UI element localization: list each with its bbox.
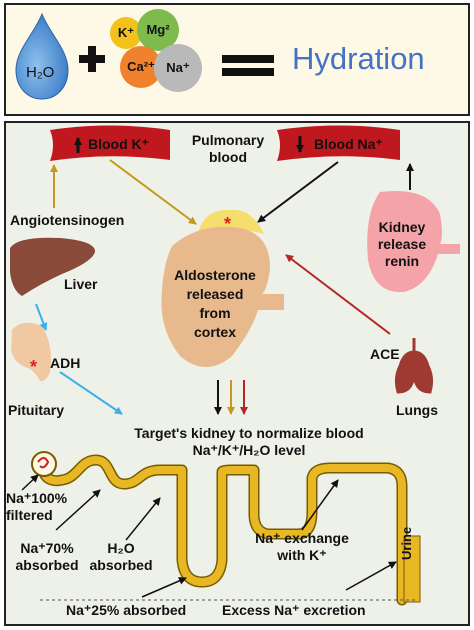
arrow-25-absorbed — [141, 577, 187, 598]
nephron-tubule — [31, 451, 421, 606]
blood-k-vessel — [50, 125, 170, 161]
arrow-filtered — [21, 474, 39, 491]
adrenal-kidney-icon — [161, 226, 284, 367]
na-filtered-label: Na⁺100% filtered — [6, 490, 68, 523]
mg-ion-label: Mg² — [146, 22, 170, 37]
na-ion-circle — [154, 44, 202, 92]
lungs-icon — [394, 338, 434, 394]
glomerulus-icon — [31, 451, 57, 477]
pituitary-label: Pituitary — [8, 402, 65, 418]
k-ion-circle — [110, 17, 142, 49]
urine-label: Urine — [399, 526, 414, 560]
arrow-70-absorbed — [55, 489, 101, 531]
kidney-renin-label: Kidney release renin — [377, 219, 427, 269]
na-ion-label: Na⁺ — [166, 60, 190, 75]
adrenal-star-icon: * — [224, 214, 231, 234]
pulmonary-blood-label: Pulmonary blood — [191, 132, 265, 165]
arrow-h2o-absorbed — [125, 497, 161, 541]
ca-ion-label: Ca²⁺ — [127, 59, 155, 74]
blood-k-label: Blood K⁺ — [88, 136, 150, 152]
liver-label: Liver — [64, 276, 98, 292]
water-drop-icon — [15, 12, 69, 100]
adh-label: ADH — [50, 355, 81, 371]
liver-icon — [10, 237, 96, 296]
equals-sign — [222, 55, 274, 63]
mg-ion-circle — [137, 9, 179, 51]
kidney-renin-icon — [367, 190, 460, 293]
hydration-title: Hydration — [292, 41, 425, 76]
target-kidney-label: Target's kidney to normalize blood Na⁺/K… — [134, 425, 364, 458]
na-exchange-label: Na⁺ exchange with K⁺ — [255, 530, 349, 563]
blood-na-label: Blood Na⁺ — [314, 136, 383, 152]
ace-label: ACE — [370, 346, 400, 362]
na-70-absorbed-label: Na⁺70% absorbed — [15, 540, 79, 573]
arrow-ace-to-adrenal — [285, 254, 391, 335]
arrow-exchange — [301, 479, 339, 531]
blood-na-vessel — [277, 125, 400, 161]
excess-na-excretion-label: Excess Na⁺ excretion — [222, 602, 366, 618]
angiotensinogen-label: Angiotensinogen — [10, 212, 125, 228]
arrow-blood-k-to-adrenal — [109, 159, 197, 225]
arrow-excretion — [345, 561, 397, 591]
h2o-absorbed-label: H₂O absorbed — [89, 540, 153, 573]
water-label: H₂O — [26, 64, 55, 81]
aldosterone-label: Aldosterone released from cortex — [174, 267, 256, 340]
arrow-liver-to-adh — [35, 303, 48, 331]
arrow-blood-na-to-adrenal — [257, 161, 339, 223]
lungs-label: Lungs — [396, 402, 438, 418]
pituitary-star-icon: * — [30, 357, 37, 377]
k-ion-label: K⁺ — [117, 25, 135, 40]
arrow-adh-to-target — [59, 371, 123, 415]
na-25-absorbed-label: Na⁺25% absorbed — [66, 602, 187, 618]
pituitary-icon — [11, 322, 51, 382]
ca-ion-circle — [120, 46, 162, 88]
